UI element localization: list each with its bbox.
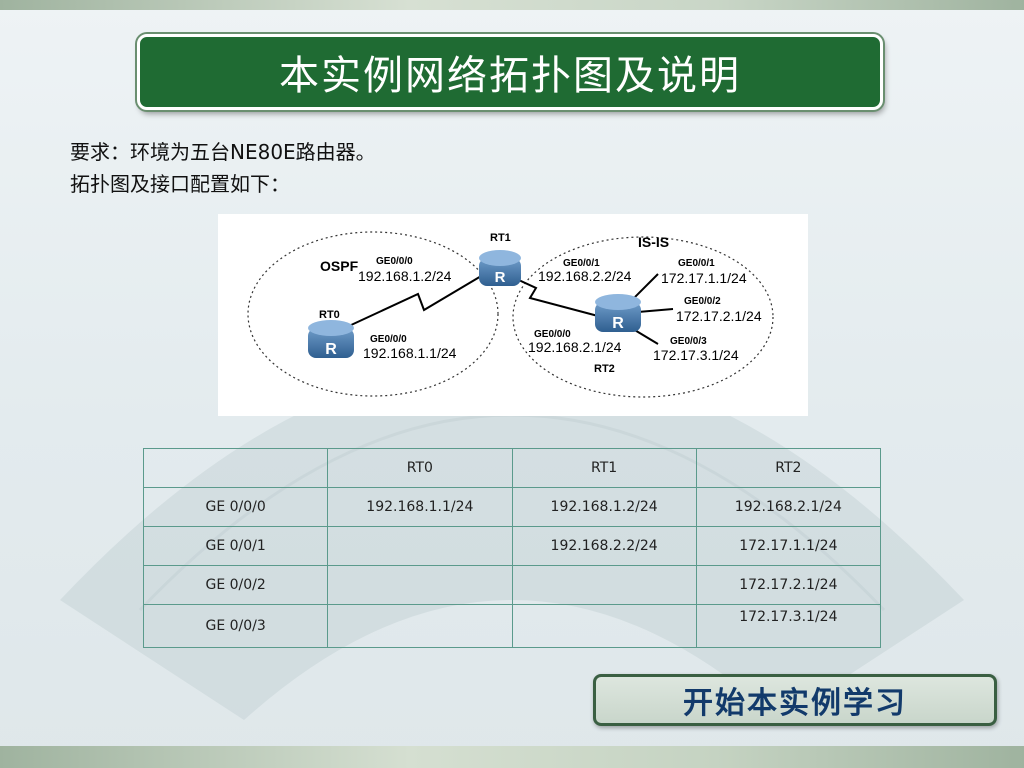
rt2-ge003-ip: 172.17.3.1/24	[653, 347, 739, 363]
table-header-row: RT0 RT1 RT2	[142, 448, 882, 488]
rt0-ge000-ip: 192.168.1.1/24	[363, 345, 457, 361]
isis-label: IS-IS	[638, 234, 669, 250]
top-decor-band	[0, 0, 1024, 10]
table-cell	[327, 565, 513, 605]
router-rt0: R RT0	[308, 309, 354, 358]
header-cell: RT0	[327, 448, 513, 488]
table-row: GE 0/0/1 192.168.2.2/24 172.17.1.1/24	[142, 526, 882, 566]
bottom-decor-band	[0, 746, 1024, 768]
router-rt1: R RT1	[479, 232, 521, 286]
rt2-ge001-ip: 172.17.1.1/24	[661, 270, 747, 286]
table-cell: 192.168.2.1/24	[695, 487, 882, 527]
table-cell	[511, 565, 697, 605]
topology-diagram: R RT0 R RT1 R RT2 OSPF IS-IS GE0/0/0 192…	[218, 214, 808, 416]
table-cell	[511, 604, 697, 648]
isis-area-ellipse	[512, 236, 774, 398]
rt1-ge000-if: GE0/0/0	[376, 256, 413, 267]
topology-intro-line: 拓扑图及接口配置如下：	[70, 172, 290, 196]
table-cell	[327, 526, 513, 566]
router-rt1-glyph: R	[495, 269, 506, 286]
router-rt2-glyph: R	[612, 315, 624, 332]
table-cell: GE 0/0/2	[142, 565, 329, 605]
start-learning-label: 开始本实例学习	[683, 686, 907, 721]
router-rt2-name: RT2	[594, 363, 615, 375]
header-cell: RT2	[695, 448, 882, 488]
table-row: GE 0/0/2 172.17.2.1/24	[142, 565, 882, 605]
rt2-ge003-if: GE0/0/3	[670, 336, 707, 347]
table-cell: 172.17.3.1/24	[695, 604, 882, 648]
rt2-ge002-if: GE0/0/2	[684, 296, 721, 307]
link-rt2-ge001	[632, 273, 659, 300]
router-rt1-name: RT1	[490, 232, 511, 244]
start-learning-button[interactable]: 开始本实例学习	[593, 674, 997, 726]
rt1-ge001-ip: 192.168.2.2/24	[538, 268, 632, 284]
table-cell: GE 0/0/1	[142, 526, 329, 566]
link-rt2-ge003	[632, 328, 659, 345]
requirement-line: 要求：环境为五台NE80E路由器。	[70, 140, 376, 164]
rt2-ge000-ip: 192.168.2.1/24	[528, 339, 622, 355]
table-cell: 192.168.1.1/24	[327, 487, 513, 527]
table-cell: 192.168.1.2/24	[511, 487, 697, 527]
rt2-ge000-if: GE0/0/0	[534, 329, 571, 340]
table-cell	[327, 604, 513, 648]
header-cell: RT1	[511, 448, 697, 488]
table-cell: 192.168.2.2/24	[511, 526, 697, 566]
table-row: GE 0/0/0 192.168.1.1/24 192.168.1.2/24 1…	[142, 487, 882, 527]
rt1-ge000-ip: 192.168.1.2/24	[358, 268, 452, 284]
link-rt0-rt1	[335, 268, 494, 333]
router-rt0-glyph: R	[325, 341, 337, 358]
router-rt0-name: RT0	[319, 309, 340, 321]
title-banner: 本实例网络拓扑图及说明	[137, 34, 883, 110]
page-title: 本实例网络拓扑图及说明	[279, 53, 741, 99]
rt2-ge002-ip: 172.17.2.1/24	[676, 308, 762, 324]
table-cell: GE 0/0/0	[142, 487, 329, 527]
rt0-ge000-if: GE0/0/0	[370, 334, 407, 345]
table-cell: GE 0/0/3	[142, 604, 329, 648]
table-row: GE 0/0/3 172.17.3.1/24	[142, 604, 882, 648]
rt2-ge001-if: GE0/0/1	[678, 258, 715, 269]
table-cell: 172.17.2.1/24	[695, 565, 882, 605]
ospf-area-ellipse	[247, 231, 499, 397]
link-rt1-rt2	[509, 275, 599, 317]
router-rt2: R RT2	[594, 294, 641, 375]
link-rt2-ge002	[637, 308, 674, 313]
interface-config-table: RT0 RT1 RT2 GE 0/0/0 192.168.1.1/24 192.…	[142, 448, 882, 648]
table-cell: 172.17.1.1/24	[695, 526, 882, 566]
ospf-label: OSPF	[320, 258, 359, 274]
header-cell	[142, 448, 329, 488]
rt1-ge001-if: GE0/0/1	[563, 258, 600, 269]
